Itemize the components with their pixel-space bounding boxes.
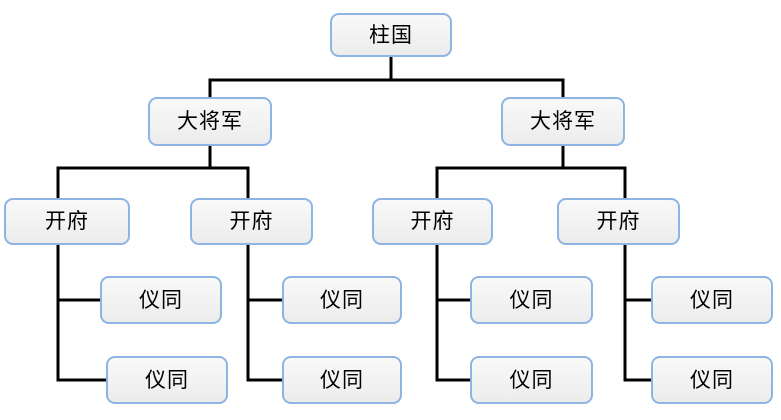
node-zhuguo: 柱国: [330, 13, 452, 57]
connector-generals-to-kaifu: [56, 146, 627, 198]
node-yitong-6: 仪同: [470, 356, 593, 404]
node-yitong-5: 仪同: [470, 276, 593, 324]
node-kaifu-4: 开府: [557, 198, 680, 245]
node-yitong-4: 仪同: [282, 356, 402, 404]
node-yitong-8: 仪同: [651, 356, 773, 404]
connector-kaifu-to-yitong: [56, 168, 651, 382]
node-dajiangjun-2: 大将军: [501, 97, 625, 146]
node-yitong-7: 仪同: [651, 276, 773, 324]
connector-root-to-generals: [208, 57, 565, 97]
node-yitong-2: 仪同: [106, 356, 228, 404]
node-kaifu-1: 开府: [4, 198, 130, 245]
node-yitong-3: 仪同: [282, 276, 402, 324]
node-kaifu-3: 开府: [372, 198, 493, 245]
node-yitong-1: 仪同: [100, 276, 222, 324]
node-kaifu-2: 开府: [190, 198, 313, 245]
node-dajiangjun-1: 大将军: [148, 97, 272, 146]
